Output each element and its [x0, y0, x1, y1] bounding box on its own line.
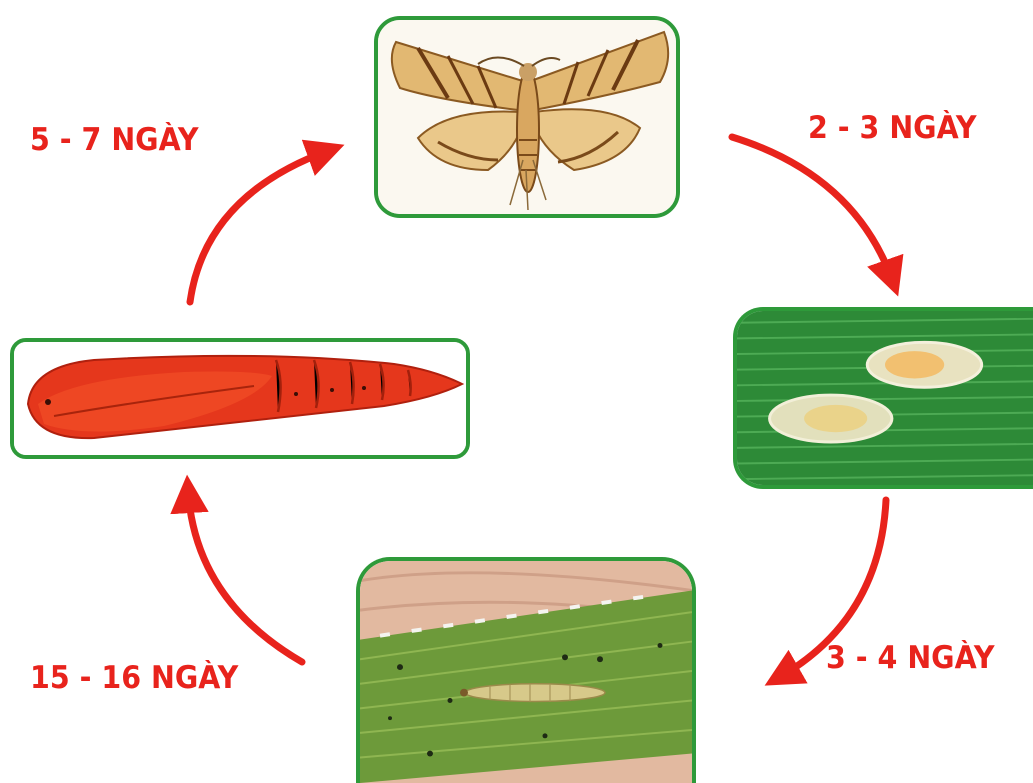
eggs-on-leaf-image [737, 311, 1033, 485]
arrow-larva-to-pupa [188, 490, 302, 662]
larva-stage-frame [356, 557, 696, 783]
pupa-stage-frame [10, 338, 470, 459]
duration-label-larva-to-pupa: 15 - 16 NGÀY [30, 660, 238, 696]
eggs-stage-frame [733, 307, 1033, 489]
larva-on-leaf-image [360, 561, 692, 783]
arrow-moth-to-eggs [732, 137, 893, 282]
moth-stage-frame [374, 16, 680, 218]
arrow-pupa-to-moth [190, 150, 330, 302]
duration-label-moth-to-eggs: 2 - 3 NGÀY [808, 110, 977, 146]
moth-image [378, 20, 676, 214]
duration-label-pupa-to-moth: 5 - 7 NGÀY [30, 122, 199, 158]
duration-label-eggs-to-larva: 3 - 4 NGÀY [826, 640, 995, 676]
pupa-image [14, 342, 466, 455]
